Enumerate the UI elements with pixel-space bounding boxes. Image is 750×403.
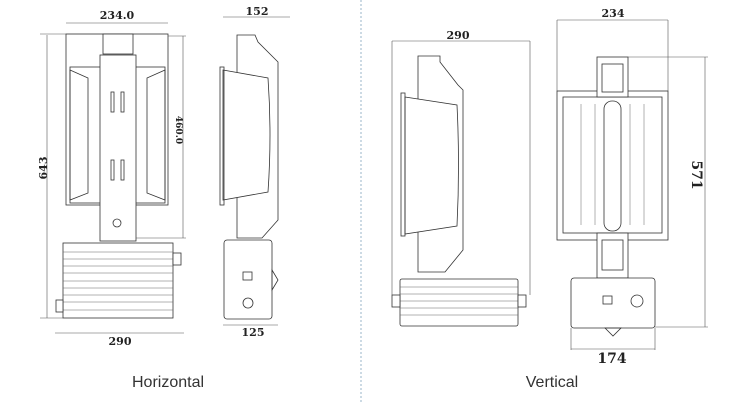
dim-vertical-height-total: 571 (688, 160, 704, 189)
dim-horizontal-depth-side: 152 (246, 5, 269, 18)
dim-horizontal-width-ballast: 290 (109, 335, 132, 348)
dim-horizontal-height-total: 643 (37, 157, 50, 180)
caption-horizontal: Horizontal (132, 374, 204, 391)
dim-vertical-width-reflector: 234 (602, 7, 625, 20)
vertical-side-view (391, 55, 527, 327)
dim-horizontal-height-reflector: 460.0 (173, 116, 183, 144)
horizontal-side-view (219, 34, 279, 320)
horizontal-dimension-lines (40, 16, 290, 334)
dim-vertical-width-ballast: 174 (597, 351, 626, 367)
dim-vertical-depth-total: 290 (447, 29, 470, 42)
vertical-front-view (556, 56, 669, 337)
caption-vertical: Vertical (526, 374, 578, 391)
dim-horizontal-depth-ballast: 125 (242, 326, 265, 339)
ballast-fins (63, 251, 173, 311)
horizontal-front-view (55, 33, 182, 319)
dim-horizontal-width-reflector: 234.0 (100, 9, 135, 22)
lamp-bulb (603, 100, 622, 232)
